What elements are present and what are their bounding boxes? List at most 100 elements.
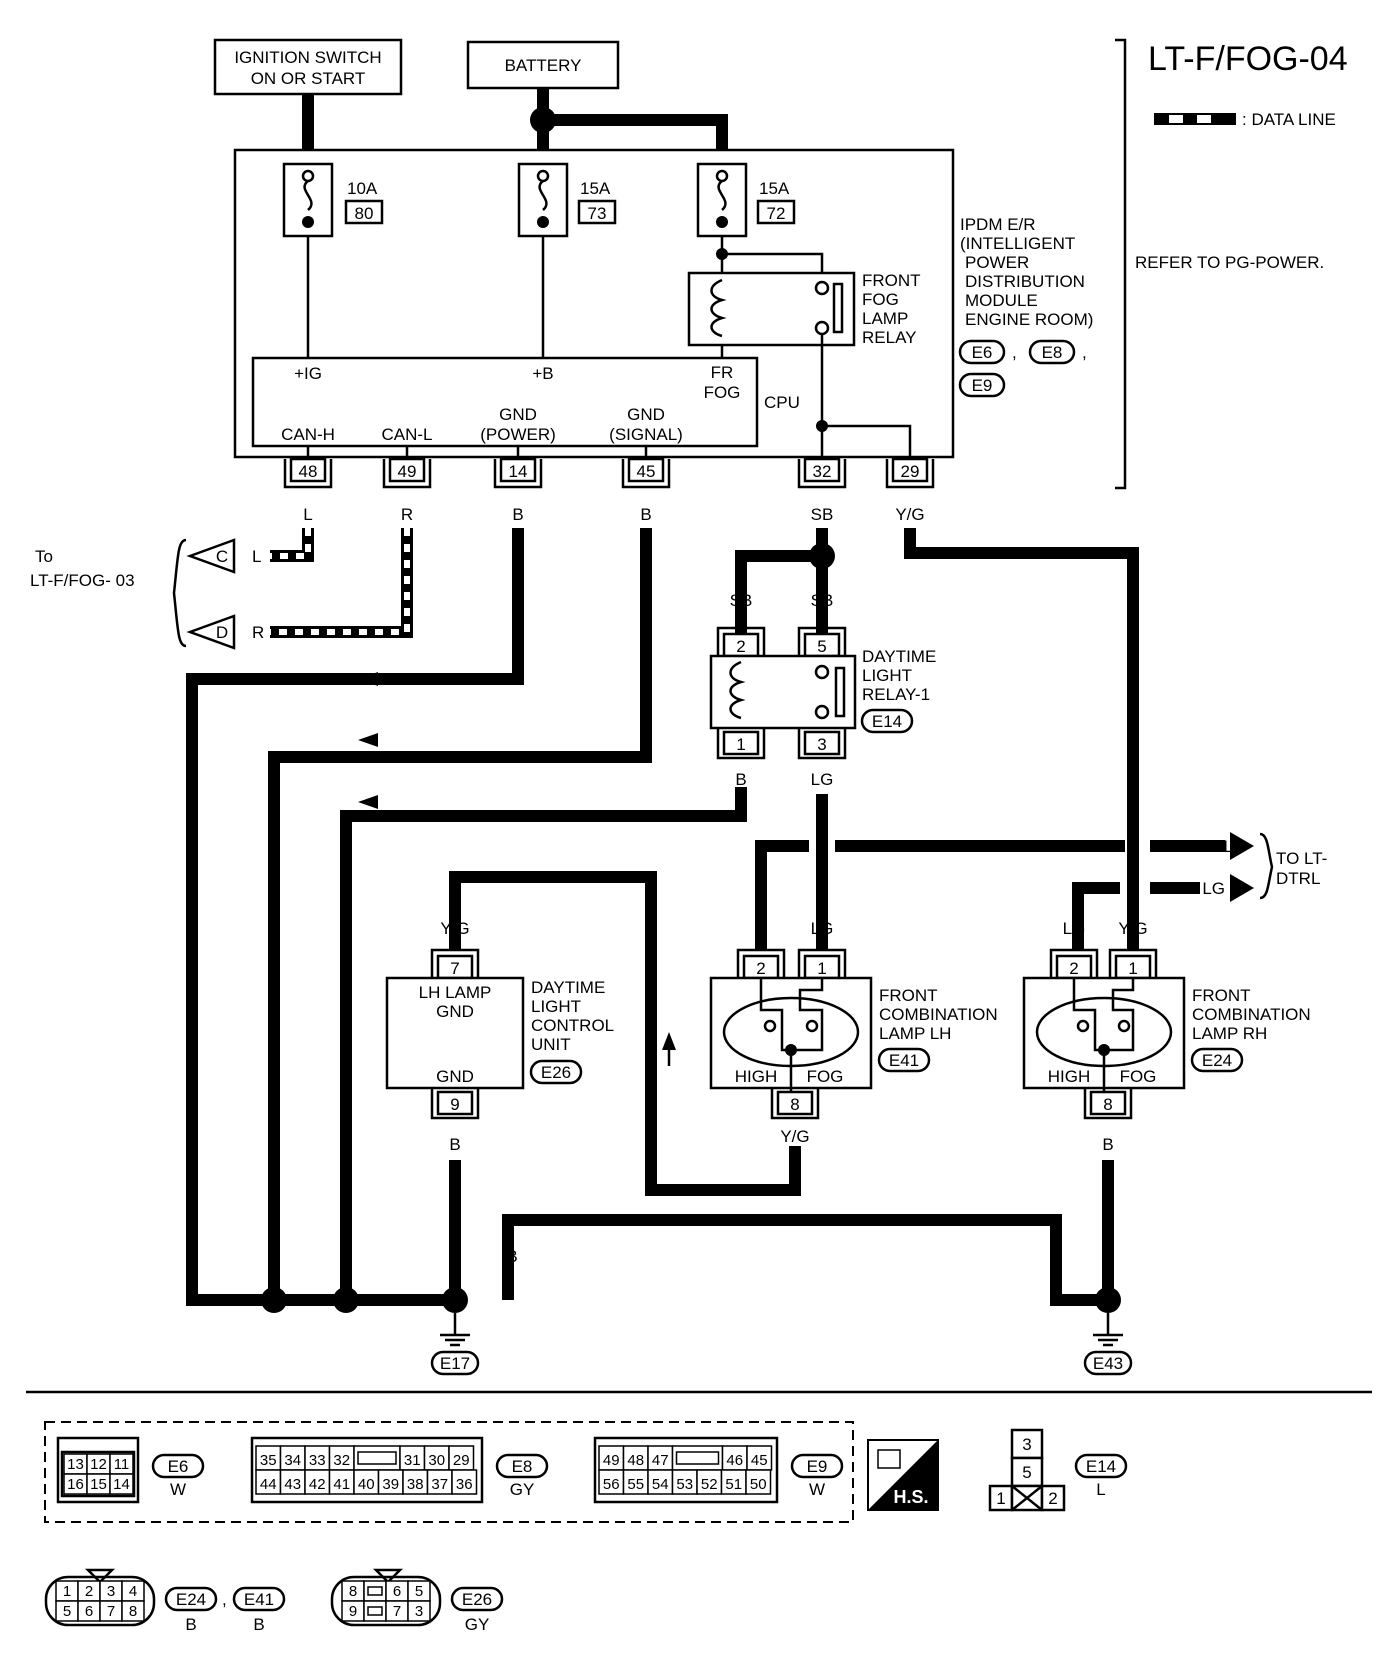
e24-e41-pin: 6 [85,1603,93,1620]
terminal-32-label: 32 [813,462,832,481]
lamp-lh-pin2-color: L [756,919,765,938]
e24-e41-pin: 8 [129,1603,137,1620]
to-fog03-line1: To [35,547,53,566]
e26-key [367,1606,383,1616]
terminal-14: 14 [493,457,543,489]
dlcu-inner-1: LH LAMP [419,983,492,1002]
e8-pin: 32 [333,1452,350,1469]
data-line-legend-text: : DATA LINE [1242,110,1336,129]
fuse-73: 15A 73 [517,162,617,238]
e9-pin: 55 [627,1476,644,1493]
wire-48-color: L [303,505,312,524]
e8-pin: 39 [382,1476,399,1493]
lamp-rh-pin-1: 1 [1128,959,1137,978]
connector-d-label: D [216,623,228,642]
wire-29-color: Y/G [895,505,924,524]
dlcu-inner-2: GND [436,1002,474,1021]
e26-pin: 9 [349,1603,357,1620]
e41-color: B [253,1615,264,1634]
wire-14-color: B [512,505,523,524]
e9-pin: 50 [750,1476,767,1493]
e26-pin: 5 [415,1583,423,1600]
e26-pin: 8 [349,1583,357,1600]
ipdm-line3: POWER [965,253,1029,272]
dlcu-pin9-color: B [449,1135,460,1154]
lamp-rh-fog: FOG [1120,1067,1157,1086]
e8-cell [328,1469,355,1495]
hs-icon: H.S. [867,1439,939,1511]
can-l-data-line [270,528,413,638]
to-fog03-line2: LT-F/FOG- 03 [30,571,135,590]
to-dtrl-l-color: L [1224,837,1233,856]
lamp-rh-pin-2: 2 [1069,959,1078,978]
lamp-rh-pin-8: 8 [1103,1095,1112,1114]
cpu-pin-fr-fog-1: FR [711,363,734,382]
e24-e41-pin: 4 [129,1583,137,1600]
terminal-45-label: 45 [637,462,656,481]
connector-c-arrow: C [186,538,236,574]
e8-pin: 36 [456,1476,473,1493]
gnd-wire-1-color: B [186,1247,197,1266]
e24-e41-pin: 7 [107,1603,115,1620]
e9-key [675,1451,720,1465]
ipdm-line4: DISTRIBUTION [965,272,1085,291]
section-bracket [1115,38,1127,490]
ignition-switch-line1: IGNITION SWITCH [234,48,381,67]
cpu-pin-can-h: CAN-H [281,425,335,444]
e9-cell [745,1469,772,1495]
svg-text:,: , [1012,343,1017,362]
e9-pin: 48 [627,1452,644,1469]
e9-cell [598,1469,625,1495]
e9-pin: 56 [603,1476,620,1493]
e9-cell [622,1469,649,1495]
gnd-wire-7-color: B [1102,1247,1113,1266]
terminal-49-label: 49 [398,462,417,481]
ipdm-line2: (INTELLIGENT [960,234,1075,253]
ipdm-line1: IPDM E/R [960,215,1036,234]
e6-pin: 13 [67,1456,84,1473]
gnd-wire-4-color: B [449,1247,460,1266]
to-dtrl-line2: DTRL [1276,869,1320,888]
battery-splice [530,107,556,133]
e14-pin-1: 1 [996,1489,1005,1508]
e9-id: E9 [807,1457,828,1476]
e24-e41-pin: 3 [107,1583,115,1600]
relay-pin5-color: SB [811,591,834,610]
gnd-wire-2-color: B [268,1247,279,1266]
e9-cell [598,1445,625,1471]
e6-pin: 16 [67,1476,84,1493]
daytime-relay-line2: LIGHT [862,666,912,685]
dlcu-connector: E26 [541,1063,571,1082]
lamp-lh-line3: LAMP LH [879,1024,951,1043]
e41-id: E41 [244,1590,274,1609]
e8-pin: 44 [260,1476,277,1493]
e9-pin: 52 [701,1476,718,1493]
e26-key [367,1586,383,1596]
lamp-lh-pin-8: 8 [790,1095,799,1114]
cpu-pin-ig: +IG [294,364,322,383]
e9-cell [671,1469,698,1495]
e8-pin: 30 [428,1452,445,1469]
e26-color: GY [465,1615,490,1634]
dtrl-brace [1259,832,1274,900]
gnd-wire-6-color: B [1050,1247,1061,1266]
e6-pin: 14 [113,1476,130,1493]
front-combination-lamp-lh: 2 1 HIGH FOG 8 [709,948,873,1120]
terminal-32: 32 [797,457,847,489]
lamp-lh-line2: COMBINATION [879,1005,998,1024]
dlcu-line4: UNIT [531,1035,571,1054]
e24-e41-pin: 5 [63,1603,71,1620]
e14-pin-3: 3 [1022,1435,1031,1454]
terminal-29-label: 29 [901,462,920,481]
ipdm-connector-e9: E9 [972,376,993,395]
dlcu-pin-7: 7 [450,959,459,978]
dlcu-pin7-color: Y/G [440,919,469,938]
e6-color: W [170,1480,186,1499]
dlcu-gnd: GND [436,1067,474,1086]
